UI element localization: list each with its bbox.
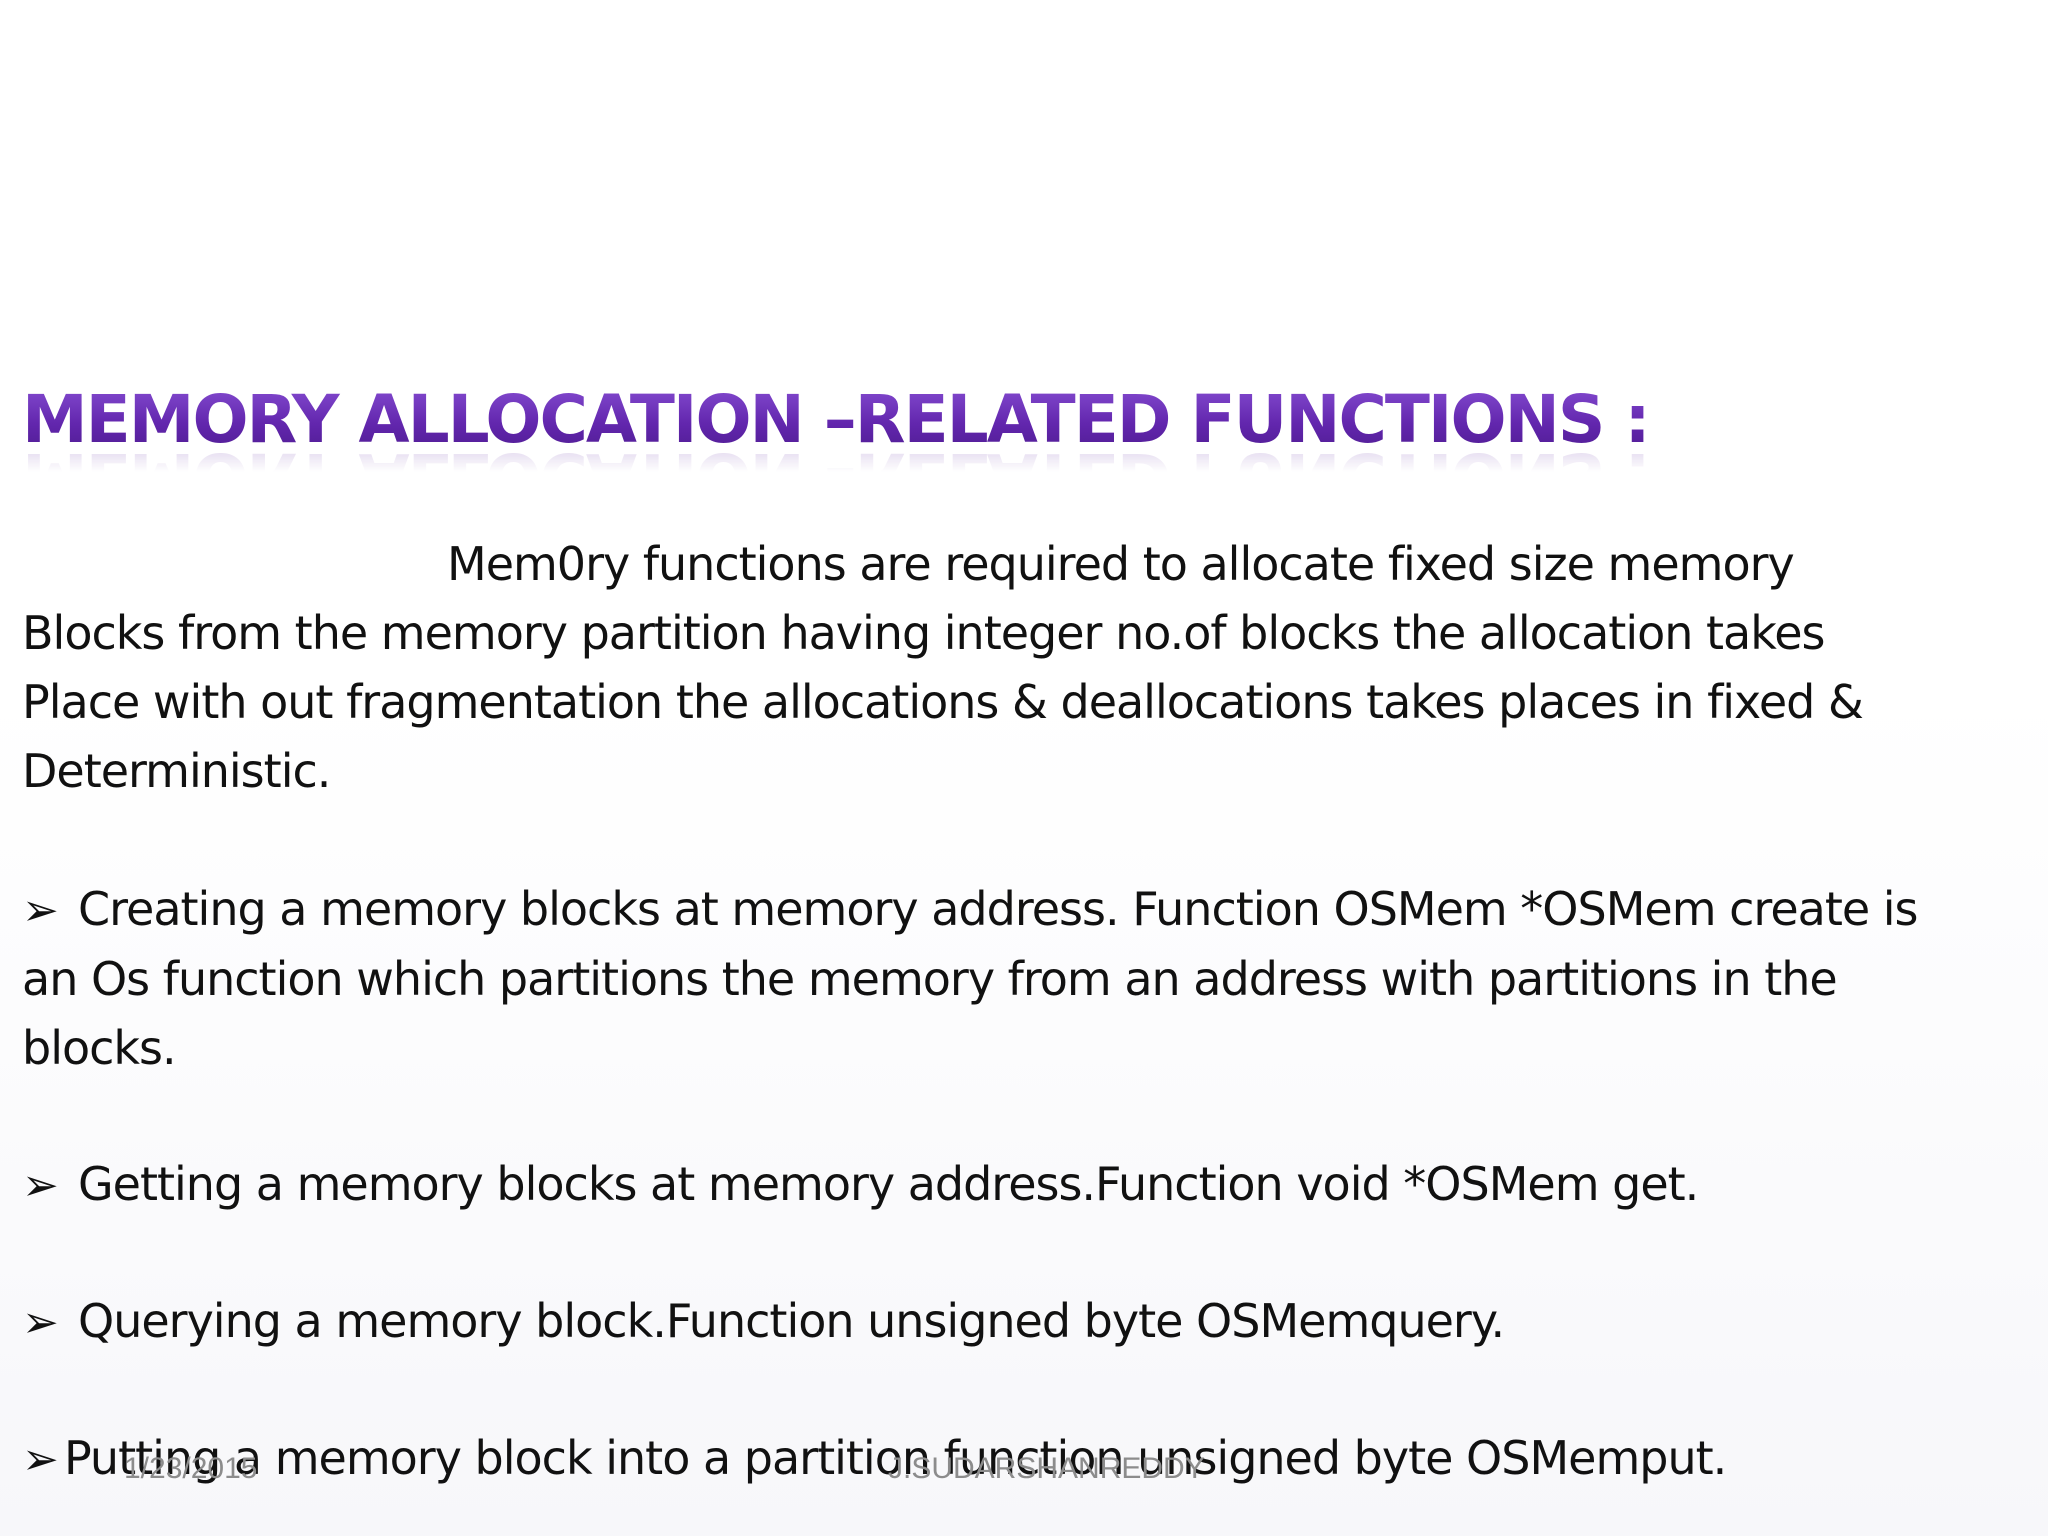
intro-line: Place with out fragmentation the allocat… — [22, 675, 1864, 729]
bullet-item-put: ➢Putting a memory block into a partition… — [22, 1424, 2032, 1494]
slide-title: MEMORY ALLOCATION –RELATED FUNCTIONS : — [22, 378, 1722, 462]
slide-title-block: MEMORY ALLOCATION –RELATED FUNCTIONS : M… — [22, 378, 1722, 515]
arrow-bullet-icon: ➢ — [22, 1434, 59, 1485]
intro-line: Deterministic. — [22, 744, 331, 798]
bullet-line: Querying a memory block.Function unsigne… — [78, 1294, 1505, 1348]
bullet-line: an Os function which partitions the memo… — [22, 952, 1838, 1006]
bullet-line: Creating a memory blocks at memory addre… — [78, 882, 1919, 936]
intro-line: Blocks from the memory partition having … — [22, 606, 1826, 660]
intro-line: Mem0ry functions are required to allocat… — [447, 537, 1795, 591]
arrow-bullet-icon: ➢ — [22, 885, 59, 936]
arrow-bullet-icon: ➢ — [22, 1160, 59, 1211]
arrow-bullet-icon: ➢ — [22, 1297, 59, 1348]
bullet-item-get: ➢ Getting a memory blocks at memory addre… — [22, 1150, 2032, 1220]
bullet-item-create: ➢ Creating a memory blocks at memory addr… — [22, 875, 2032, 1083]
bullet-item-query: ➢ Querying a memory block.Function unsign… — [22, 1287, 2032, 1357]
footer-date: 1/23/2015 — [124, 1452, 258, 1485]
bullet-line: Putting a memory block into a partition … — [64, 1431, 1727, 1485]
intro-paragraph: Mem0ry functions are required to allocat… — [22, 530, 2032, 806]
bullet-line: Getting a memory blocks at memory addres… — [78, 1157, 1699, 1211]
bullet-line: blocks. — [22, 1021, 177, 1075]
footer-author: J.SUDARSHANREDDY — [888, 1452, 1205, 1485]
